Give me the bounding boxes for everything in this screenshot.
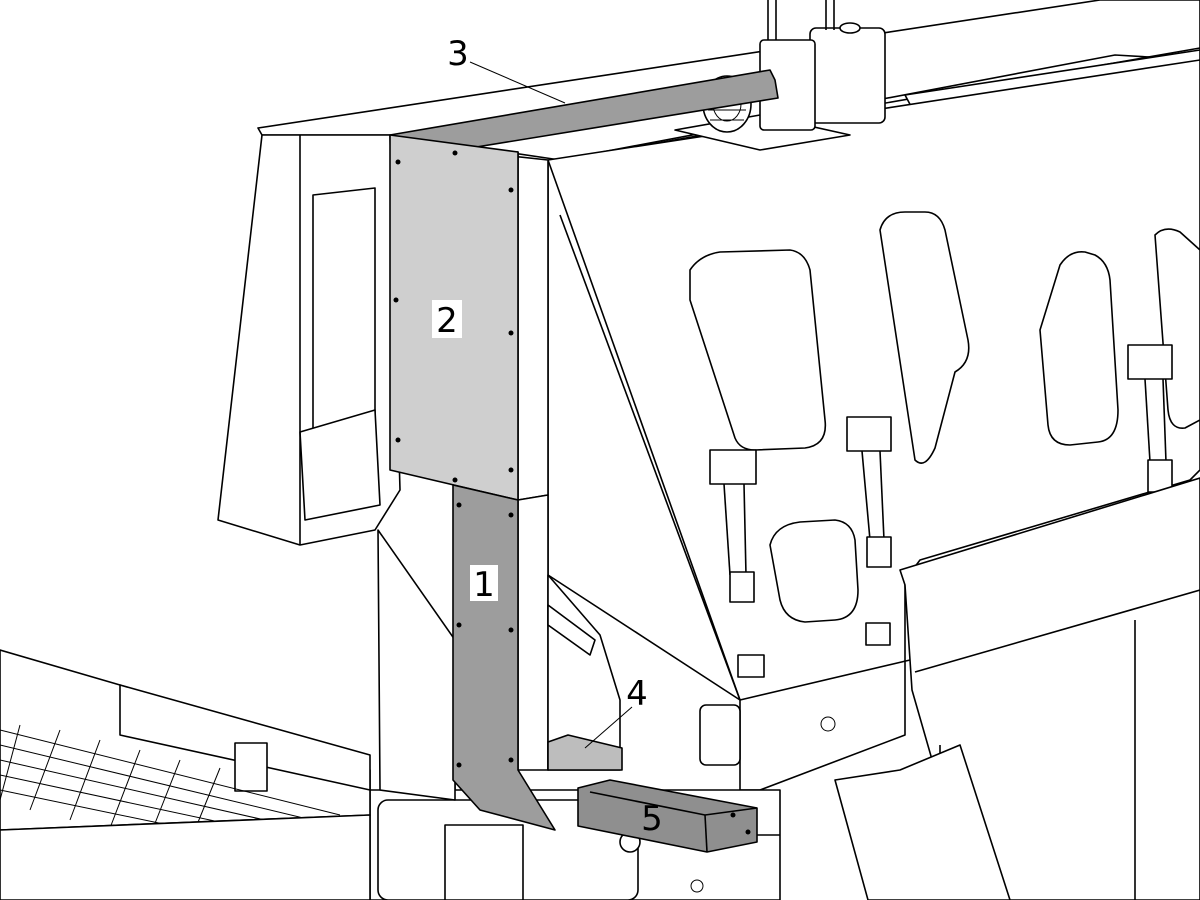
callout-2: 2 <box>432 300 462 341</box>
panel-4-assembly <box>547 574 623 771</box>
svg-text:1: 1 <box>473 565 495 605</box>
panel-2-fasteners <box>393 150 514 483</box>
panel-1-fasteners <box>456 502 514 768</box>
left-housing <box>217 134 401 546</box>
svg-text:2: 2 <box>436 301 458 341</box>
callout-5: 5 <box>641 799 663 839</box>
left-conveyor <box>0 649 371 900</box>
leader-lines <box>469 61 633 749</box>
svg-text:3: 3 <box>447 34 469 74</box>
callout-4: 4 <box>626 674 648 714</box>
panel-2-assembly <box>389 134 549 501</box>
svg-text:4: 4 <box>626 674 648 714</box>
callout-1: 1 <box>470 565 498 605</box>
callout-3: 3 <box>447 34 469 74</box>
panel-5-assembly <box>577 779 758 853</box>
panel-1-assembly <box>377 484 556 831</box>
panel-4 <box>547 734 623 771</box>
machine-frame <box>257 0 1200 900</box>
svg-text:5: 5 <box>641 799 663 839</box>
